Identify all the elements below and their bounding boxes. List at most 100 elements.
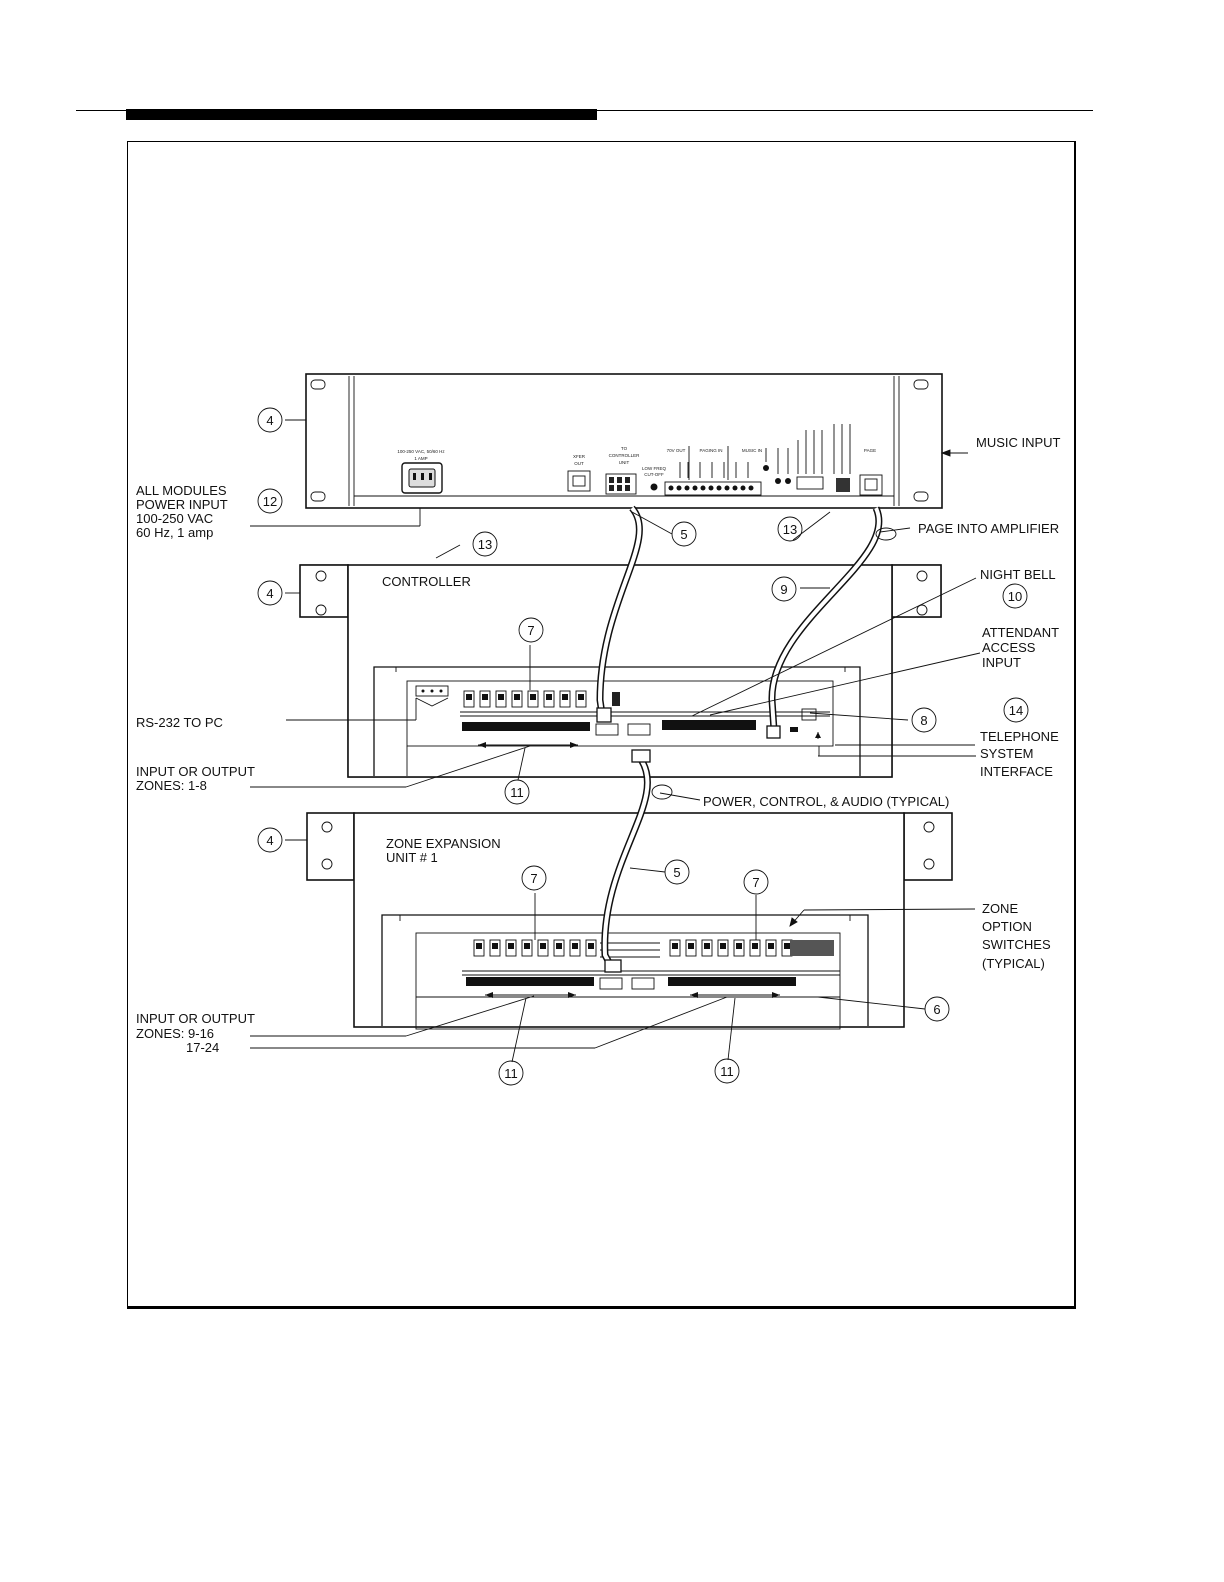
- svg-text:10: 10: [1008, 589, 1022, 604]
- power-control-audio-label: POWER, CONTROL, & AUDIO (TYPICAL): [703, 794, 949, 809]
- figure-frame: [127, 141, 1076, 1309]
- telephone-label-2: SYSTEM: [980, 746, 1033, 761]
- callout-7: [521, 865, 547, 891]
- svg-text:8: 8: [920, 713, 927, 728]
- zones-1-8-label-b: ZONES: 1-8: [136, 778, 207, 793]
- svg-text:11: 11: [510, 785, 524, 800]
- amp-70v-label: 70V OUT: [667, 448, 686, 453]
- amp-terminal-strip: [664, 481, 762, 496]
- amp-xfer-label-b: OUT: [574, 461, 584, 466]
- svg-text:7: 7: [752, 875, 759, 890]
- callout-8: [911, 707, 937, 733]
- music-input-label: MUSIC INPUT: [976, 435, 1061, 450]
- telephone-label-1: TELEPHONE: [980, 729, 1059, 744]
- zones-1-8-label-a: INPUT OR OUTPUT: [136, 764, 255, 779]
- power-input-label-4: 60 Hz, 1 amp: [136, 525, 213, 540]
- svg-text:7: 7: [527, 623, 534, 638]
- attendant-label-2: ACCESS: [982, 640, 1036, 655]
- svg-text:7: 7: [530, 871, 537, 886]
- callout-10: [1002, 583, 1028, 609]
- leader-lines: [250, 419, 981, 1063]
- zone-option-label-3: SWITCHES: [982, 937, 1051, 952]
- text-labels: MUSIC INPUT ALL MODULES POWER INPUT 100-…: [136, 435, 1061, 1055]
- rs232-label: RS-232 TO PC: [136, 715, 223, 730]
- callout-5: [671, 521, 697, 547]
- controller-zone-switches: [463, 690, 587, 708]
- callout-13: [472, 531, 498, 557]
- callout-4: [257, 827, 283, 853]
- callout-4: [257, 407, 283, 433]
- svg-text:4: 4: [266, 413, 273, 428]
- zones-9-24-label-b: ZONES: 9-16: [136, 1026, 214, 1041]
- callout-5: [664, 859, 690, 885]
- attendant-label-3: INPUT: [982, 655, 1021, 670]
- svg-text:12: 12: [263, 494, 277, 509]
- option-label-plate: [790, 940, 834, 956]
- night-bell-label: NIGHT BELL: [980, 567, 1056, 582]
- mount-slot-icon: [913, 379, 929, 390]
- modular-jack-icon: [567, 470, 591, 492]
- amp-lowfreq-label: LOW FREQ: [642, 466, 667, 471]
- amp-power-label: 100-250 VAC, 50/60 Hz: [397, 449, 445, 454]
- zones-9-24-label-c: 17-24: [186, 1040, 219, 1055]
- svg-text:6: 6: [933, 1002, 940, 1017]
- controller-label: CONTROLLER: [382, 574, 471, 589]
- callout-11: [714, 1058, 740, 1084]
- callout-11: [498, 1060, 524, 1086]
- power-input-label-3: 100-250 VAC: [136, 511, 213, 526]
- callout-6: [924, 996, 950, 1022]
- attendant-label-1: ATTENDANT: [982, 625, 1059, 640]
- telephone-label-3: INTERFACE: [980, 764, 1053, 779]
- mount-slot-icon: [913, 491, 929, 502]
- svg-text:14: 14: [1009, 703, 1023, 718]
- zone-option-label-4: (TYPICAL): [982, 956, 1045, 971]
- expansion-terminal-strip-right: [668, 977, 796, 986]
- rs232-port-icon: [415, 685, 449, 697]
- header-rule-thin: [76, 110, 1093, 111]
- power-input-label-1: ALL MODULES: [136, 483, 227, 498]
- amp-tocontroller-label-c: UNIT: [619, 460, 630, 465]
- svg-text:13: 13: [478, 537, 492, 552]
- amplifier-unit: 100-250 VAC, 50/60 Hz 1 AMP XFER OUT TO …: [305, 373, 943, 509]
- svg-text:9: 9: [780, 582, 787, 597]
- zone-option-label-1: ZONE: [982, 901, 1018, 916]
- callout-7: [743, 869, 769, 895]
- callout-11: [504, 779, 530, 805]
- amp-xfer-label: XFER: [573, 454, 586, 459]
- controller-aux-terminal: [662, 720, 756, 730]
- power-input-label-2: POWER INPUT: [136, 497, 228, 512]
- controller-terminal-strip: [462, 722, 590, 731]
- dip-switch-icon: [796, 476, 824, 490]
- zones-9-24-label-a: INPUT OR OUTPUT: [136, 1011, 255, 1026]
- callout-9: [771, 576, 797, 602]
- amp-page-label: PAGE: [864, 448, 876, 453]
- lowfreq-switch-icon: [650, 483, 658, 491]
- callout-14: [1003, 697, 1029, 723]
- svg-text:5: 5: [680, 527, 687, 542]
- mount-slot-icon: [310, 379, 326, 390]
- callout-7: [518, 617, 544, 643]
- svg-text:4: 4: [266, 586, 273, 601]
- page-into-amplifier-label: PAGE INTO AMPLIFIER: [918, 521, 1059, 536]
- amp-paging-label: PAGING IN: [700, 448, 723, 453]
- svg-text:4: 4: [266, 833, 273, 848]
- page-jack-icon: [859, 474, 883, 496]
- expansion-zone-switches-left: [473, 939, 597, 957]
- zone-option-label-2: OPTION: [982, 919, 1032, 934]
- callout-12: [257, 488, 283, 514]
- svg-text:13: 13: [783, 522, 797, 537]
- controller-connector-icon: [605, 473, 637, 495]
- svg-text:11: 11: [504, 1066, 518, 1081]
- zone-expansion-label-2: UNIT # 1: [386, 850, 438, 865]
- zone-expansion-label-1: ZONE EXPANSION: [386, 836, 501, 851]
- svg-text:11: 11: [720, 1064, 734, 1079]
- header-rule-thick: [126, 109, 597, 120]
- selector-switch-icon: [836, 478, 850, 492]
- amp-power-amp: 1 AMP: [414, 456, 427, 461]
- callouts: 4 4 4 12 13 13 5 9 10 7 8 14 11 5 7 7 6 …: [257, 407, 1029, 1086]
- amp-tocontroller-label: TO: [621, 446, 628, 451]
- callout-4: [257, 580, 283, 606]
- expansion-terminal-strip-left: [466, 977, 594, 986]
- amp-lowfreq-label-b: CUT-OFF: [644, 472, 664, 477]
